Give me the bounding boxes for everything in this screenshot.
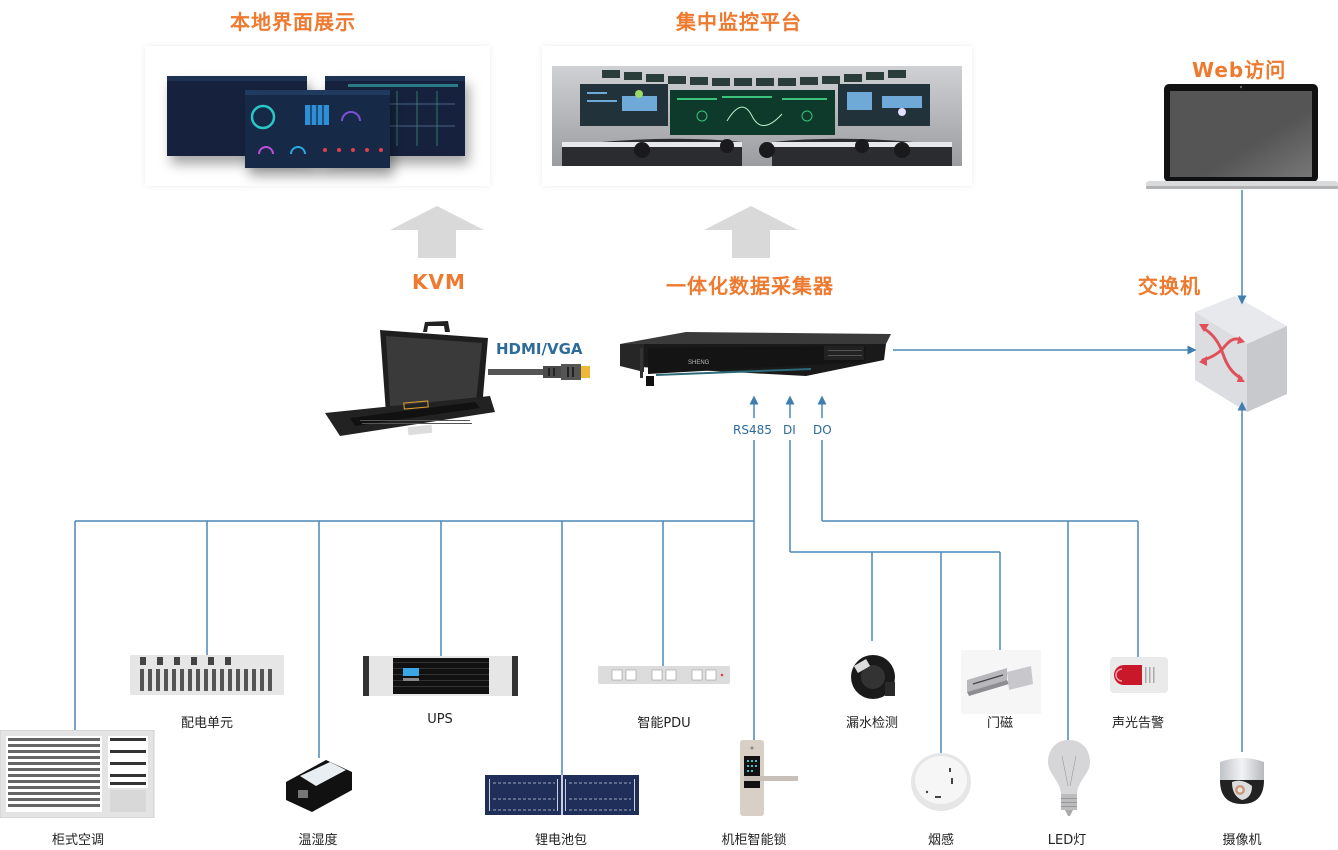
power-dist-icon [130,655,284,695]
device-label-battery-pack: 锂电池包 [534,833,588,848]
collector-brand-text: SHENG [688,360,710,366]
cabinet-smart-lock-icon [740,740,798,816]
cabinet-ac-icon [0,730,155,818]
title-switch: 交换机 [1138,274,1201,298]
central-platform-panel [542,46,972,186]
device-label-camera: 摄像机 [1222,833,1262,848]
title-central-platform: 集中监控平台 [676,10,802,34]
laptop-icon [1146,84,1338,189]
smart-pdu-icon [598,666,730,684]
hdmi-cable-icon [488,364,590,380]
hdmi-vga-label: HDMI/VGA [496,340,583,358]
title-web-access: Web访问 [1192,58,1287,82]
device-label-alarm: 声光告警 [1111,716,1165,731]
dome-camera-icon [1220,758,1264,804]
title-collector: 一体化数据采集器 [666,274,834,298]
port-label-di: DI [783,423,796,437]
data-collector-device: SHENG [616,326,891,396]
laptop-web-client [1146,82,1338,192]
sound-light-alarm-icon [1110,657,1168,693]
rack-collector-icon: SHENG [620,332,891,386]
device-label-cabinet-lock: 机柜智能锁 [721,833,787,848]
device-label-smoke: 烟感 [927,833,955,848]
device-label-door-magnet: 门磁 [986,716,1014,731]
door-magnet-icon [961,650,1041,714]
lithium-battery-pack-icon [485,775,639,815]
water-leak-sensor-icon [851,655,895,699]
device-label-temp-humidity: 温湿度 [298,833,338,848]
network-switch [1195,296,1287,412]
device-label-cabinet-ac: 柜式空调 [51,833,105,848]
switch-icon [1195,296,1287,412]
led-bulb-icon [1048,740,1090,816]
smoke-detector-icon [911,753,971,811]
kvm-console-icon [325,321,495,436]
up-arrow-collector-icon [704,206,798,258]
local-display-panel [145,46,490,186]
port-label-do: DO [813,423,832,437]
ups-icon [363,656,518,696]
device-label-ups: UPS [427,712,453,727]
kvm-console [320,318,495,440]
device-label-smart-pdu: 智能PDU [637,716,691,731]
temp-humidity-sensor-icon [286,760,352,812]
control-room-image [552,66,962,166]
device-label-water-leak: 漏水检测 [845,716,899,731]
port-label-rs485: RS485 [733,423,772,437]
title-kvm: KVM [412,270,466,294]
device-label-led: LED灯 [1047,833,1087,848]
title-local-display: 本地界面展示 [230,10,356,34]
device-label-power-dist: 配电单元 [180,716,234,731]
local-dashboard-screens-image [167,76,465,168]
up-arrow-kvm-icon [390,206,484,258]
